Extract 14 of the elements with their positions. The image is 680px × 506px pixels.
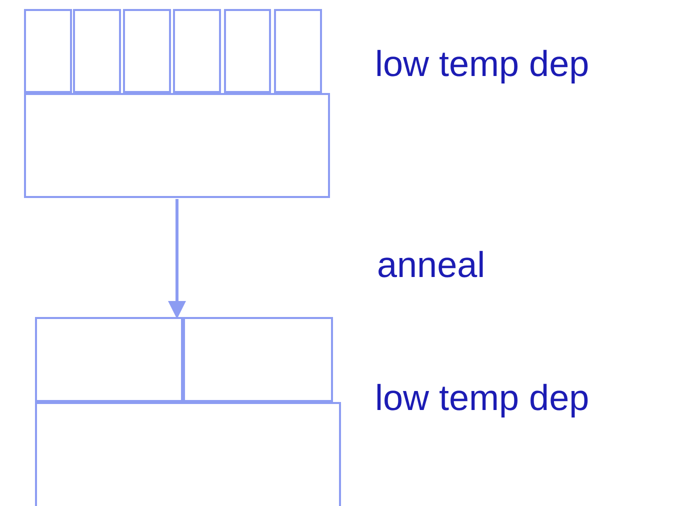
layer-box <box>173 9 221 93</box>
step-label: low temp dep <box>375 42 590 86</box>
layer-box <box>73 9 121 93</box>
layer-box <box>24 9 72 93</box>
layer-box <box>274 9 322 93</box>
step-label: anneal <box>377 243 486 287</box>
layer-box <box>123 9 171 93</box>
layer-box <box>224 9 271 93</box>
arrow <box>168 199 186 319</box>
layer-box <box>24 93 330 198</box>
layer-box <box>35 317 183 402</box>
layer-box <box>35 402 341 506</box>
step-label: low temp dep <box>375 376 590 420</box>
layer-box <box>183 317 333 402</box>
